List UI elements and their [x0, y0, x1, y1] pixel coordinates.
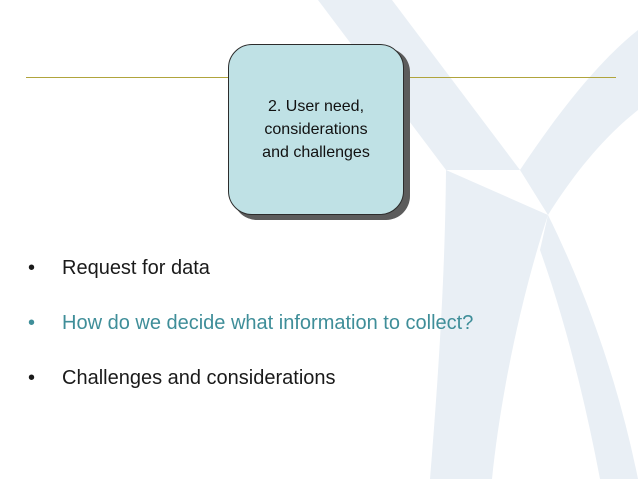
bullet-marker: •: [28, 312, 36, 334]
bullet-text: Challenges and considerations: [62, 367, 336, 389]
bullet-text: Request for data: [62, 257, 210, 279]
section-card: 2. User need, considerations and challen…: [228, 44, 404, 215]
bullet-list: • Request for data • How do we decide wh…: [28, 252, 473, 417]
bullet-item-challenges: • Challenges and considerations: [28, 362, 473, 417]
bullet-item-how-do-we-decide: • How do we decide what information to c…: [28, 307, 473, 362]
bullet-marker: •: [28, 257, 36, 279]
bullet-marker: •: [28, 367, 36, 389]
bullet-text: How do we decide what information to col…: [62, 312, 474, 334]
bullet-item-request-for-data: • Request for data: [28, 252, 473, 307]
section-card-label: 2. User need, considerations and challen…: [262, 98, 370, 161]
